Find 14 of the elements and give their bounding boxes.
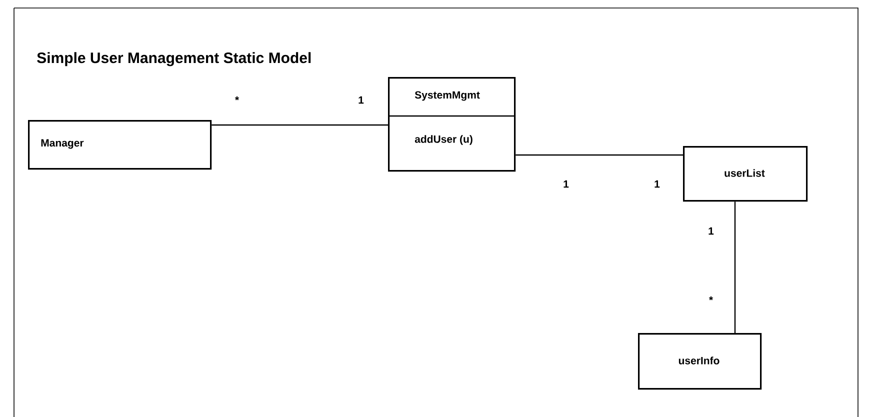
multiplicity: * [709,296,714,300]
class-box: Manager [28,120,212,170]
association-line [212,124,388,126]
class-box: userInfo [638,333,762,390]
multiplicity: 1 [654,180,660,188]
multiplicity: 1 [358,96,364,104]
class-box: userList [683,146,808,202]
multiplicity: * [235,96,240,100]
multiplicity: 1 [564,180,569,188]
title: Simple User Management Static Model [37,52,311,66]
class-box: SystemMgmt addUser (u) [388,77,516,172]
multiplicity: 1 [708,227,714,235]
association-line [516,154,683,156]
association-line [734,202,736,333]
